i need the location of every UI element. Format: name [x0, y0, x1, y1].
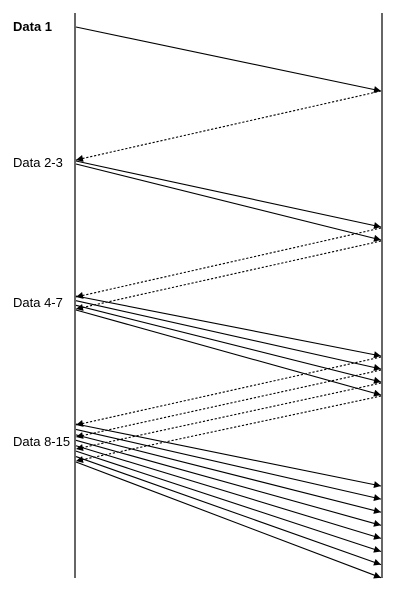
data-packet-arrow: [75, 456, 382, 566]
data-packet-arrow: [75, 445, 382, 540]
round-label-data-4-7: Data 4-7: [13, 295, 63, 310]
ack-arrow: [75, 90, 382, 162]
round-label-data-2-3: Data 2-3: [13, 155, 63, 170]
round-label-data-8-15: Data 8-15: [13, 434, 71, 449]
data-packet-arrow: [75, 450, 382, 553]
data-packet-arrow: [75, 163, 382, 242]
data-packet-arrow: [75, 461, 382, 579]
data-packet-arrow: [75, 160, 382, 229]
data-packet-arrow: [75, 304, 382, 384]
data-packet-arrow: [75, 26, 382, 93]
ack-arrow: [75, 369, 382, 439]
ack-arrow: [75, 382, 382, 451]
data-packet-arrow: [75, 300, 382, 371]
ack-arrow: [75, 356, 382, 427]
data-packet-arrow: [75, 295, 382, 359]
ack-arrow: [75, 240, 382, 311]
data-packet-arrow: [75, 309, 382, 397]
data-packet-arrow: [75, 439, 382, 527]
ack-arrow: [75, 227, 382, 299]
data-packet-arrow: [75, 423, 382, 489]
round-label-data-1: Data 1: [13, 19, 53, 34]
ack-arrow: [75, 395, 382, 463]
data-packet-arrow: [75, 434, 382, 514]
data-packet-arrow: [75, 428, 382, 501]
